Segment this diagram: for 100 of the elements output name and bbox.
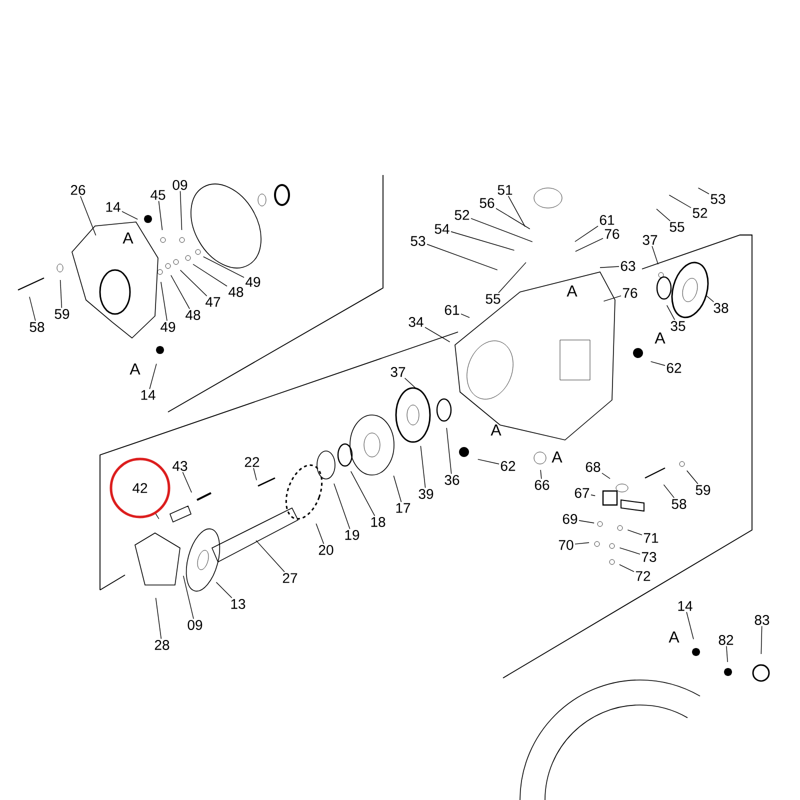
callout-number: 82 — [718, 635, 734, 645]
leader-line — [350, 470, 376, 516]
leader-line — [496, 208, 530, 230]
leader-line — [253, 468, 257, 481]
callout-number: 17 — [396, 503, 410, 513]
leader-line — [160, 282, 168, 322]
callout-number: 56 — [480, 198, 494, 208]
leader-line — [686, 612, 694, 640]
leader-line — [590, 494, 596, 496]
callout-number: 73 — [642, 552, 656, 562]
callout-number: 62 — [500, 461, 516, 471]
leader-line — [203, 256, 244, 278]
leader-line — [668, 194, 692, 208]
callout-number: 55 — [670, 222, 684, 232]
callout-number: 48 — [228, 287, 244, 297]
callout-number: 61 — [600, 215, 614, 225]
leader-line — [760, 626, 762, 654]
leader-line — [698, 188, 710, 194]
leader-line — [29, 296, 36, 322]
leader-line — [60, 280, 62, 308]
leader-line — [256, 540, 285, 572]
callout-number: 53 — [410, 236, 426, 246]
leader-line — [663, 484, 674, 498]
callout-number: 58 — [672, 499, 686, 509]
leader-line — [426, 244, 498, 270]
leader-line — [393, 475, 402, 502]
callout-number: 66 — [534, 480, 550, 490]
leader-line — [183, 575, 194, 620]
callout-number: 49 — [246, 277, 260, 287]
leader-line — [540, 470, 542, 480]
leader-line — [574, 226, 598, 242]
section-letter: A — [490, 424, 502, 436]
callout-number: 54 — [434, 224, 450, 234]
leader-line — [603, 295, 622, 302]
leader-line — [420, 446, 426, 488]
callout-number: 59 — [54, 309, 70, 319]
callout-number: 43 — [172, 461, 188, 471]
callout-number: 47 — [206, 297, 220, 307]
callout-number: 62 — [666, 363, 682, 373]
callout-number: 67 — [574, 488, 590, 498]
leader-line — [216, 582, 232, 598]
callout-number: 27 — [282, 573, 298, 583]
leader-line — [158, 200, 163, 230]
callout-number: 22 — [244, 457, 260, 467]
leader-line — [619, 564, 634, 572]
leader-line — [478, 458, 500, 464]
leader-line — [650, 361, 666, 366]
callout-number: 63 — [620, 261, 636, 271]
highlighted-callout: 42 — [110, 458, 170, 518]
callout-number: 48 — [186, 310, 200, 320]
leader-line — [508, 196, 526, 228]
leader-line — [726, 646, 728, 662]
callout-number: 69 — [562, 514, 578, 524]
callout-number: 20 — [318, 545, 334, 555]
leader-line — [149, 363, 157, 390]
leader-line — [446, 428, 452, 474]
callout-number: 83 — [754, 615, 770, 625]
callout-number: 49 — [160, 322, 176, 332]
section-letter: A — [552, 452, 562, 462]
callout-number: 35 — [670, 321, 686, 331]
leader-line — [602, 472, 610, 479]
leader-line — [498, 262, 526, 294]
leader-line — [627, 530, 642, 536]
leader-line — [334, 483, 350, 530]
leader-line — [192, 264, 228, 287]
leader-line — [122, 211, 138, 220]
callout-number: 53 — [710, 194, 726, 204]
leader-line — [600, 266, 620, 268]
leader-line — [450, 231, 515, 251]
callout-number: 71 — [644, 533, 658, 543]
callout-number: 68 — [586, 462, 600, 472]
section-letter: A — [566, 285, 578, 296]
callout-number: 61 — [444, 305, 460, 315]
leader-line — [404, 378, 416, 388]
callout-number: 59 — [696, 485, 710, 495]
callout-number: 55 — [486, 294, 500, 304]
leader-line — [424, 326, 450, 342]
leader-line — [574, 542, 590, 544]
callout-number: 26 — [70, 185, 86, 195]
leader-line — [666, 304, 676, 320]
leader-line — [686, 470, 698, 484]
section-letter: A — [122, 232, 134, 244]
callout-number: 72 — [636, 571, 650, 581]
leader-line — [80, 196, 96, 236]
callout-number: 14 — [106, 202, 120, 212]
callout-number: 52 — [454, 210, 470, 220]
leader-line — [656, 208, 670, 222]
leader-line — [575, 238, 604, 252]
section-letter: A — [654, 332, 666, 344]
callout-number: 37 — [390, 367, 406, 377]
callout-number: 19 — [345, 530, 360, 540]
leader-line — [619, 547, 640, 555]
callout-number: 14 — [141, 390, 156, 400]
callout-number: 09 — [188, 620, 202, 630]
section-letter: A — [130, 364, 140, 374]
leader-line — [170, 274, 190, 310]
callout-number: 76 — [604, 229, 620, 239]
callout-number: 37 — [642, 235, 658, 245]
section-letter: A — [668, 632, 680, 642]
callout-number: 36 — [444, 475, 460, 485]
